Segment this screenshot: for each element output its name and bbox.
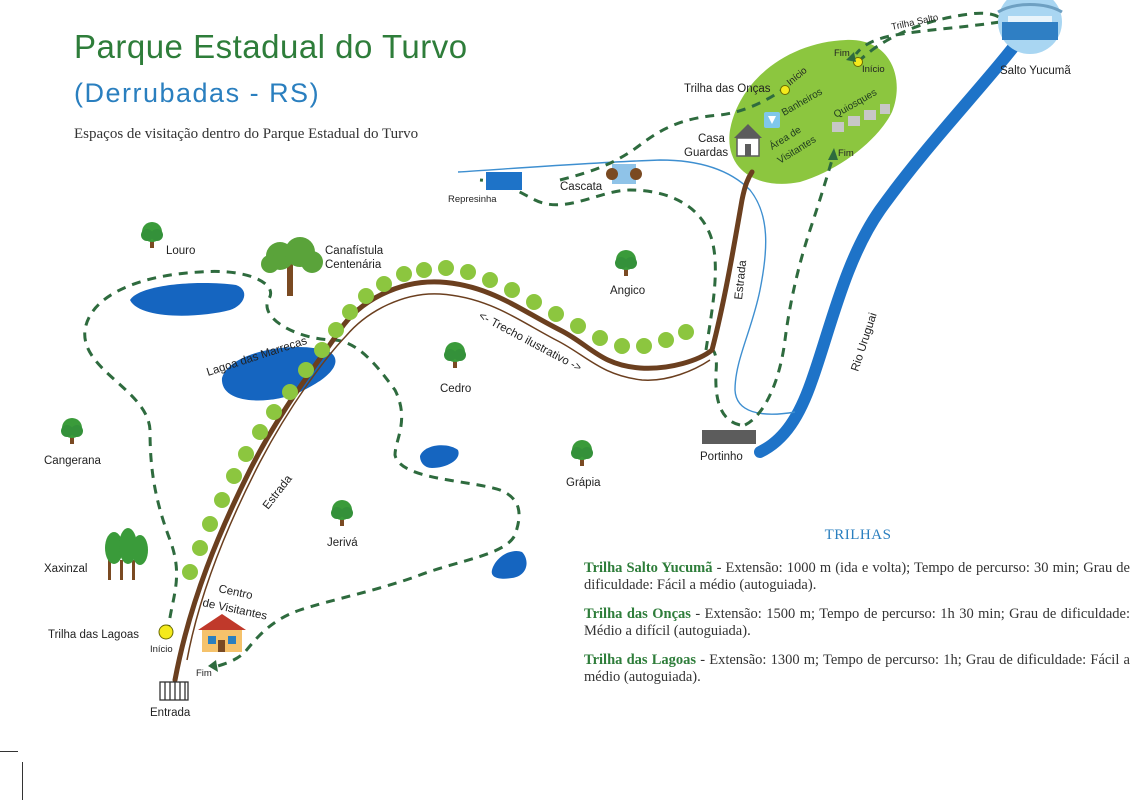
page-corner-mark (0, 751, 18, 752)
map-subtitle: (Derrubadas - RS) (74, 78, 321, 108)
tree-row (182, 260, 694, 580)
tree-xaxinzal (105, 528, 148, 580)
label-estrada-main: Estrada (261, 473, 295, 512)
label-trilha-oncas: Trilha das Onças (684, 83, 771, 95)
tree-angico (615, 250, 637, 276)
banheiros-icon (764, 112, 780, 128)
label-fim-lagoas: Fim (196, 668, 212, 679)
page-corner-mark-vertical (22, 762, 23, 800)
label-grapia: Grápia (566, 477, 601, 489)
legend-title: TRILHAS (824, 527, 892, 543)
tree-jeriva (331, 500, 353, 526)
trail-desc: - Extensão: 1300 m; Tempo de percurso: 1… (584, 651, 1130, 685)
label-entrada: Entrada (150, 707, 191, 719)
tree-cedro (444, 342, 466, 368)
lake-small-2 (491, 550, 527, 579)
label-inicio-lagoas: Início (150, 644, 173, 655)
label-casa-1: Casa (698, 133, 725, 145)
label-cangerana: Cangerana (44, 455, 102, 467)
trail-desc: - Extensão: 1000 m (ida e volta); Tempo … (584, 560, 1130, 594)
trail-entry-lagoas: Trilha das Lagoas - Extensão: 1300 m; Te… (584, 652, 1130, 687)
lagoa-das-marrecas (221, 347, 336, 401)
visitor-area (729, 39, 897, 184)
label-canafistula-1: Canafístula (325, 245, 384, 257)
label-estrada-top: Estrada (733, 259, 749, 300)
label-cedro: Cedro (440, 383, 471, 395)
entrada-gate-icon (159, 681, 189, 701)
trail-entry-oncas: Trilha das Onças - Extensão: 1500 m; Tem… (584, 606, 1130, 641)
casa-guardas-icon (734, 124, 762, 157)
lake-1 (130, 282, 245, 316)
trail-name: Trilha das Onças (584, 605, 691, 622)
label-canafistula-2: Centenária (325, 259, 382, 271)
salto-yucuma-icon (997, 0, 1063, 54)
label-louro: Louro (166, 245, 195, 257)
trail-name: Trilha das Lagoas (584, 651, 701, 668)
label-trilha-lagoas: Trilha das Lagoas (48, 629, 139, 641)
label-angico: Angico (610, 285, 645, 297)
label-trecho: <- Trecho ilustrativo -> (477, 310, 584, 374)
quiosques-icon (832, 104, 890, 132)
tree-cangerana (61, 418, 83, 444)
portinho-icon (702, 430, 756, 444)
label-cascata: Cascata (560, 181, 603, 193)
label-portinho: Portinho (700, 451, 743, 463)
tree-louro (141, 222, 163, 248)
label-centro-1: Centro (217, 583, 253, 602)
road-main (172, 169, 755, 683)
lake-small-1 (420, 445, 459, 468)
label-centro-2: de Visitantes (201, 597, 268, 622)
map-title: Parque Estadual do Turvo (74, 28, 468, 65)
map-caption: Espaços de visitação dentro do Parque Es… (74, 126, 419, 142)
label-rio-uruguai: Rio Uruguai (849, 311, 879, 372)
road-inner-line (186, 293, 711, 661)
trail-desc: - Extensão: 1500 m; Tempo de percurso: 1… (584, 605, 1131, 640)
trail-name: Trilha Salto Yucumã (584, 560, 713, 576)
label-jeriva: Jerivá (327, 537, 358, 549)
marker-lagoas-start (158, 624, 174, 640)
label-represinha: Represinha (448, 194, 497, 205)
centro-visitantes-icon (198, 614, 246, 652)
arrow-fim-quiosques (828, 148, 838, 160)
label-xaxinzal: Xaxinzal (44, 563, 87, 575)
rio-uruguai (754, 22, 1034, 458)
trail-quiosques (744, 159, 834, 427)
label-fim-quiosques: Fim (838, 148, 854, 159)
tree-canafistula (261, 237, 323, 296)
represinha-icon (486, 172, 522, 190)
label-inicio-top: Início (862, 64, 885, 75)
cascata-icon (606, 164, 642, 184)
label-casa-2: Guardas (684, 147, 728, 159)
label-fim-top: Fim (834, 48, 850, 59)
trail-entry-salto: Trilha Salto Yucumã - Extensão: 1000 m (… (584, 560, 1130, 595)
label-salto-yucuma: Salto Yucumã (1000, 65, 1071, 77)
trail-lagoas (83, 269, 521, 670)
trail-oncas (479, 88, 783, 351)
marker-salto-start (853, 57, 863, 67)
trail-salto (854, 11, 1001, 64)
arrow-fim-top (846, 52, 856, 62)
tree-grapia (571, 440, 593, 466)
arrow-fim-lagoas (208, 660, 218, 672)
marker-oncas-start (780, 85, 790, 95)
trails-legend: TRILHAS Trilha Salto Yucumã - Extensão: … (584, 526, 1130, 697)
stream (457, 159, 796, 415)
